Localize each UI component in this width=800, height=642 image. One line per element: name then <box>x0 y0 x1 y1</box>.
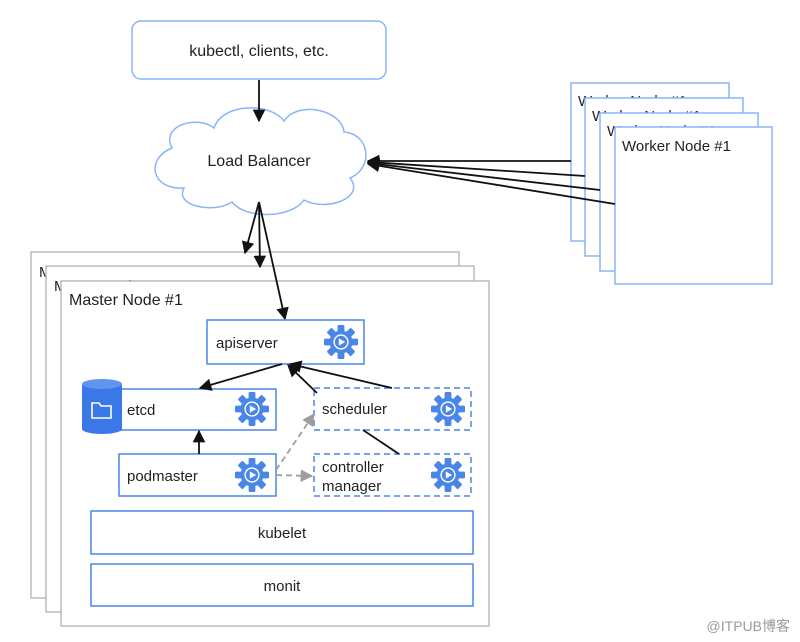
dashed-election-arrows <box>275 412 315 482</box>
scheduler-label: scheduler <box>322 401 387 418</box>
monit-label: monit <box>264 578 302 595</box>
master-node-label: Master Node #1 <box>69 292 183 309</box>
scheduler-gear-icon <box>431 392 465 426</box>
load-balancer-cloud <box>154 107 367 216</box>
client-box-label: kubectl, clients, etc. <box>189 43 329 60</box>
worker-node-label: Worker Node #1 <box>622 138 731 155</box>
podmaster-gear-icon <box>235 458 269 492</box>
load-balancer-label: Load Balancer <box>207 153 311 170</box>
etcd-gear-icon <box>235 392 269 426</box>
watermark-text: @ITPUB博客 <box>706 618 790 634</box>
etcd-label: etcd <box>127 402 155 419</box>
kubelet-label: kubelet <box>258 525 307 542</box>
controller-manager-label: controller manager <box>322 459 388 495</box>
kubelet-box <box>90 510 474 555</box>
controller-manager-gear-icon <box>431 458 465 492</box>
apiserver-gear-icon <box>324 325 358 359</box>
worker-to-lb-arrows <box>366 154 616 205</box>
lb-to-master-arrows <box>241 201 289 321</box>
podmaster-label: podmaster <box>127 468 198 485</box>
monit-box <box>90 563 474 607</box>
internal-arrows <box>192 360 400 455</box>
apiserver-label: apiserver <box>216 335 278 352</box>
database-folder-icon <box>82 379 122 434</box>
worker-node-stack: Worker Node #1 Worker Node #1 Worker Nod… <box>570 82 773 285</box>
client-box <box>131 20 387 80</box>
